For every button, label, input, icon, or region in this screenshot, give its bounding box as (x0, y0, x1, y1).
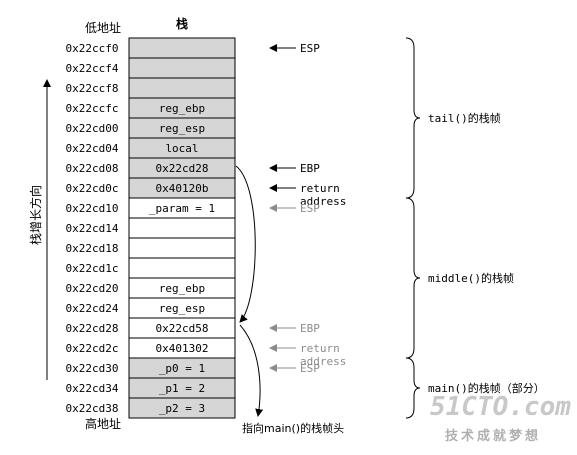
frame-brace: middle()的栈帧 (405, 197, 514, 359)
growth-direction-label: 栈增长方向 (28, 185, 43, 245)
stack-cell (128, 57, 236, 79)
row-address: 0x22cd08 (66, 162, 119, 175)
stack-cell (128, 257, 236, 279)
row-value: _p2 = 3 (159, 402, 205, 415)
row-address: 0x22cd04 (66, 142, 119, 155)
brace-shape (405, 197, 421, 359)
row-address: 0x22ccf0 (66, 42, 119, 55)
pointer: EBP (269, 322, 320, 335)
brace-shape (405, 357, 421, 419)
row-value: _p0 = 1 (159, 362, 205, 375)
row-address: 0x22ccfc (66, 102, 119, 115)
stack-row: 0x22cd34 _p1 = 2 (66, 377, 236, 399)
stack-row: 0x22cd2c 0x401302 (66, 337, 236, 359)
row-value: reg_esp (159, 302, 205, 315)
frame-braces: tail()的栈帧 middle()的栈帧 main()的栈帧（部分） (405, 37, 545, 419)
row-address: 0x22cd24 (66, 302, 119, 315)
stack-row: 0x22cd04 local (66, 137, 236, 159)
pointer-label: address (300, 195, 346, 208)
frame-label: main()的栈帧（部分） (428, 381, 545, 395)
stack-title: 栈 (176, 16, 188, 31)
stack-row: 0x22cd0c 0x40120b (66, 177, 236, 199)
row-address: 0x22cd2c (66, 342, 119, 355)
row-address: 0x22cd1c (66, 262, 119, 275)
frame-label: tail()的栈帧 (428, 111, 501, 125)
stack-row: 0x22cd30 _p0 = 1 (66, 357, 236, 379)
stack-cell (128, 217, 236, 239)
frame-label: middle()的栈帧 (428, 271, 514, 285)
ebp-chain-arrow-middle-to-main (239, 324, 264, 417)
stack-row: 0x22cd10 _param = 1 (66, 197, 236, 219)
row-address: 0x22cd18 (66, 242, 119, 255)
pointer-label: ESP (300, 42, 320, 55)
pointer-label: EBP (300, 162, 320, 175)
row-value: local (165, 142, 198, 155)
stack-cell (128, 237, 236, 259)
pointer-label: EBP (300, 322, 320, 335)
stack-row: 0x22cd38 _p2 = 3 (66, 397, 236, 419)
pointer: ESP (269, 202, 320, 215)
low-address-label: 低地址 (85, 21, 121, 35)
stack-row: 0x22cd24 reg_esp (66, 297, 236, 319)
pointer-label: address (300, 355, 346, 368)
row-address: 0x22cd14 (66, 222, 119, 235)
pointer-label: ESP (300, 202, 320, 215)
row-address: 0x22cd38 (66, 402, 119, 415)
row-value: _p1 = 2 (159, 382, 205, 395)
stack-cell (128, 77, 236, 99)
row-address: 0x22cd34 (66, 382, 119, 395)
high-address-label: 高地址 (85, 416, 121, 431)
row-value: _param = 1 (149, 202, 215, 215)
row-value: 0x22cd28 (156, 162, 209, 175)
pointer-label: return (300, 342, 340, 355)
row-address: 0x22cd28 (66, 322, 119, 335)
stack-row: 0x22cd1c (66, 257, 236, 279)
stack-row: 0x22ccf4 (66, 57, 236, 79)
pointer-label: ESP (300, 362, 320, 375)
ebp-chain-arrow-tail-to-middle (235, 165, 256, 323)
stack-row: 0x22cd20 reg_ebp (66, 277, 236, 299)
row-value: 0x22cd58 (156, 322, 209, 335)
row-address: 0x22cd0c (66, 182, 119, 195)
row-address: 0x22cd10 (66, 202, 119, 215)
row-value: 0x40120b (156, 182, 209, 195)
pointer: EBP (269, 162, 320, 175)
bottom-note: 指向main()的栈帧头 (242, 421, 344, 435)
frame-brace: main()的栈帧（部分） (405, 357, 545, 419)
pointer-label: return (300, 182, 340, 195)
row-address: 0x22ccf4 (66, 62, 119, 75)
row-value: reg_ebp (159, 102, 205, 115)
brace-shape (405, 37, 421, 199)
row-address: 0x22cd30 (66, 362, 119, 375)
stack-row: 0x22ccf0 (66, 37, 236, 59)
stack-row: 0x22ccfc reg_ebp (66, 97, 236, 119)
stack-cell (128, 37, 236, 59)
row-address: 0x22ccf8 (66, 82, 119, 95)
pointer: ESP (269, 362, 320, 375)
stack-row: 0x22cd08 0x22cd28 (66, 157, 236, 179)
stack-row: 0x22cd18 (66, 237, 236, 259)
row-value: 0x401302 (156, 342, 209, 355)
stack-row: 0x22cd14 (66, 217, 236, 239)
pointer: ESP (269, 42, 320, 55)
watermark-tagline: 技术成就梦想 (445, 428, 541, 444)
row-value: reg_esp (159, 122, 205, 135)
stack-row: 0x22cd00 reg_esp (66, 117, 236, 139)
row-address: 0x22cd00 (66, 122, 119, 135)
frame-brace: tail()的栈帧 (405, 37, 501, 199)
row-address: 0x22cd20 (66, 282, 119, 295)
row-value: reg_ebp (159, 282, 205, 295)
stack-row: 0x22ccf8 (66, 77, 236, 99)
stack-row: 0x22cd28 0x22cd58 (66, 317, 236, 339)
pointer-annotations: ESPEBPreturnaddressESPEBPreturnaddressES… (269, 42, 346, 375)
watermark-brand: 51CTO.com (430, 392, 571, 422)
stack-cell (128, 397, 236, 419)
